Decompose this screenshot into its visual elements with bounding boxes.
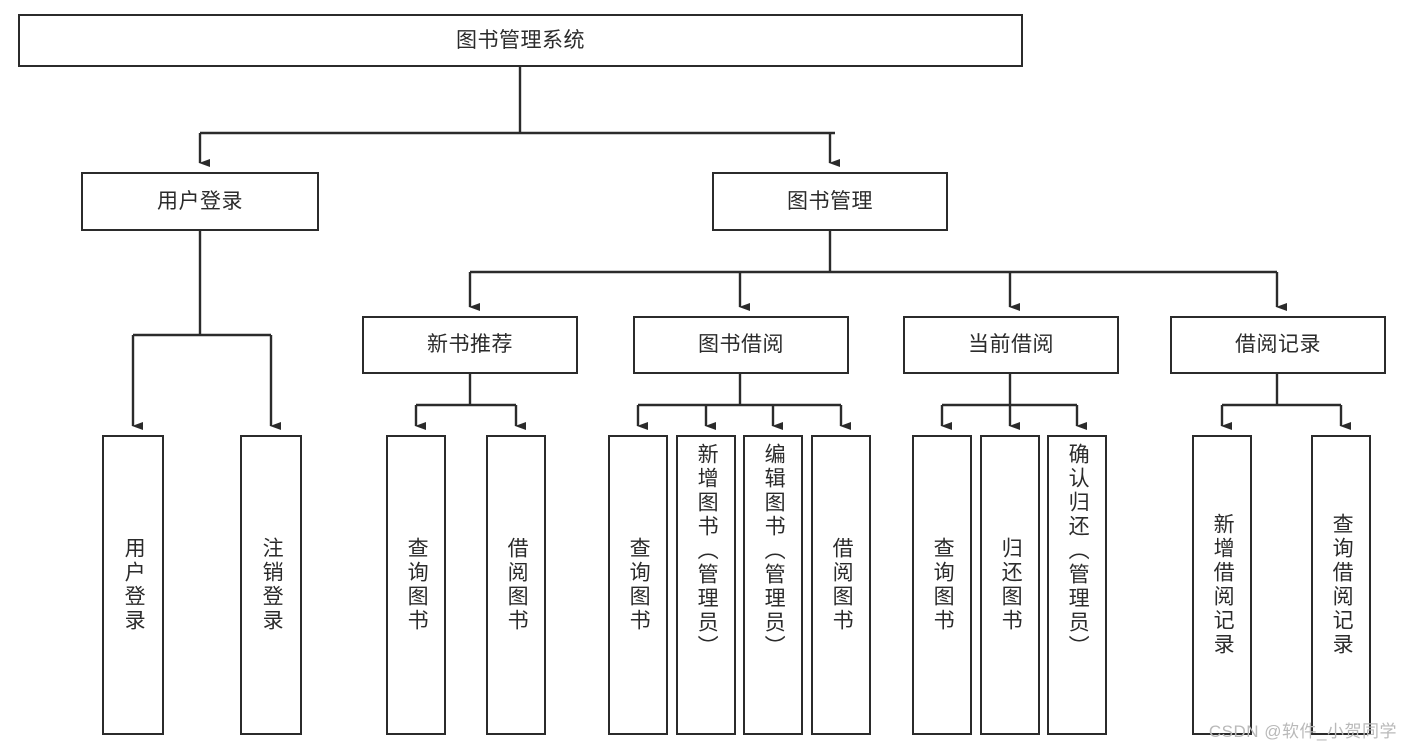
node-leaf-add-book[interactable]: 新增图书（管理员） <box>676 435 736 735</box>
node-leaf-query-record-label: 查询借阅记录 <box>1330 513 1354 657</box>
node-leaf-borrow-book-2[interactable]: 借阅图书 <box>811 435 871 735</box>
node-leaf-add-record-label: 新增借阅记录 <box>1211 513 1235 657</box>
node-new-book-recommend-label: 新书推荐 <box>427 333 513 357</box>
node-leaf-borrow-book-1[interactable]: 借阅图书 <box>486 435 546 735</box>
node-leaf-add-record[interactable]: 新增借阅记录 <box>1192 435 1252 735</box>
node-borrow-record[interactable]: 借阅记录 <box>1170 316 1386 374</box>
node-borrow-record-label: 借阅记录 <box>1235 333 1321 357</box>
node-leaf-borrow-book-1-label: 借阅图书 <box>505 537 529 633</box>
node-user-login-label: 用户登录 <box>157 189 243 213</box>
node-leaf-query-book-3-label: 查询图书 <box>931 537 955 633</box>
node-book-management[interactable]: 图书管理 <box>712 172 948 231</box>
node-current-borrow-label: 当前借阅 <box>968 333 1054 357</box>
node-leaf-query-book-3[interactable]: 查询图书 <box>912 435 972 735</box>
node-leaf-return-book[interactable]: 归还图书 <box>980 435 1040 735</box>
node-book-borrow-label: 图书借阅 <box>698 333 784 357</box>
csdn-watermark: CSDN @软件_小贺同学 <box>1208 722 1397 741</box>
node-leaf-user-login[interactable]: 用户登录 <box>102 435 164 735</box>
node-leaf-query-book-2[interactable]: 查询图书 <box>608 435 668 735</box>
node-leaf-edit-book-label: 编辑图书（管理员） <box>762 443 786 659</box>
node-user-login[interactable]: 用户登录 <box>81 172 319 231</box>
node-book-management-label: 图书管理 <box>787 189 873 213</box>
node-leaf-query-book-1-label: 查询图书 <box>405 537 429 633</box>
node-leaf-user-login-label: 用户登录 <box>122 537 146 633</box>
node-leaf-borrow-book-2-label: 借阅图书 <box>830 537 854 633</box>
node-current-borrow[interactable]: 当前借阅 <box>903 316 1119 374</box>
node-leaf-confirm-return-label: 确认归还（管理员） <box>1066 443 1090 659</box>
node-leaf-user-logout-label: 注销登录 <box>260 537 284 633</box>
node-leaf-return-book-label: 归还图书 <box>999 537 1023 633</box>
node-leaf-query-record[interactable]: 查询借阅记录 <box>1311 435 1371 735</box>
node-leaf-query-book-2-label: 查询图书 <box>627 537 651 633</box>
node-book-borrow[interactable]: 图书借阅 <box>633 316 849 374</box>
node-new-book-recommend[interactable]: 新书推荐 <box>362 316 578 374</box>
node-leaf-user-logout[interactable]: 注销登录 <box>240 435 302 735</box>
node-root[interactable]: 图书管理系统 <box>18 14 1023 67</box>
node-root-label: 图书管理系统 <box>456 28 585 52</box>
node-leaf-confirm-return[interactable]: 确认归还（管理员） <box>1047 435 1107 735</box>
node-leaf-add-book-label: 新增图书（管理员） <box>695 443 719 659</box>
node-leaf-edit-book[interactable]: 编辑图书（管理员） <box>743 435 803 735</box>
node-leaf-query-book-1[interactable]: 查询图书 <box>386 435 446 735</box>
